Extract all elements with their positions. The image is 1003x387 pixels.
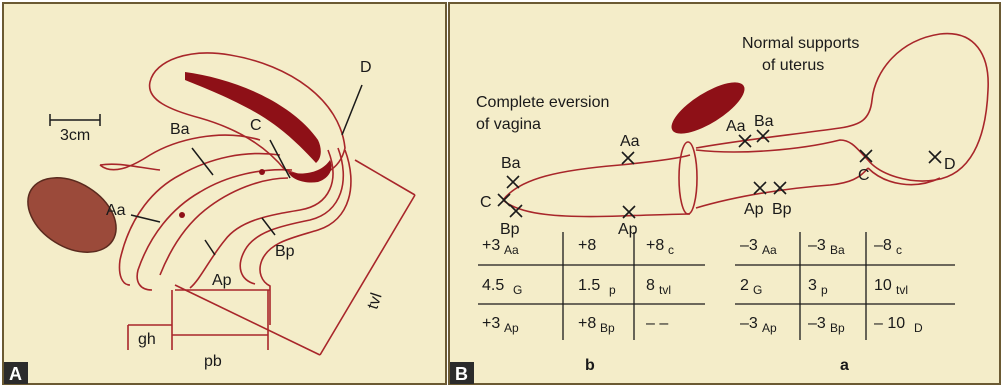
normal-supports-line1: Normal supports — [742, 35, 859, 52]
table-cell-value: 10 — [874, 277, 892, 294]
table-a-caption: a — [840, 357, 849, 374]
table-cell-value: +8 — [578, 237, 596, 254]
label-aa: Aa — [106, 202, 126, 219]
table-cell-value: 8 — [646, 277, 655, 294]
table-cell-value: –8 — [874, 237, 892, 254]
normal-supports-line2: of uterus — [762, 57, 824, 74]
point-label-ap-mid: Ap — [618, 221, 638, 238]
table-cell-value: 1.5 — [578, 277, 600, 294]
table-cell-subscript: c — [896, 243, 902, 257]
table-cell-value: – 10 — [874, 315, 905, 332]
panel-b: Normal supports of uterus Complete evers… — [449, 3, 1000, 384]
table-cell-value: 4.5 — [482, 277, 504, 294]
table-cell-subscript: Ap — [504, 321, 519, 335]
point-label-c-left: C — [480, 194, 492, 211]
table-cell-subscript: Bp — [830, 321, 845, 335]
table-cell-subscript: p — [609, 283, 616, 297]
label-ba: Ba — [170, 121, 190, 138]
table-cell-value: –3 — [740, 315, 758, 332]
point-label-c-right: C — [858, 167, 870, 184]
table-cell-subscript: c — [668, 243, 674, 257]
table-cell-value: –3 — [808, 315, 826, 332]
label-d: D — [360, 59, 372, 76]
table-cell-value: +3 — [482, 237, 500, 254]
point-label-ba-right: Ba — [754, 113, 774, 130]
table-cell-subscript: p — [821, 283, 828, 297]
eversion-line2: of vagina — [476, 116, 541, 133]
table-cell-subscript: Bp — [600, 321, 615, 335]
table-cell-subscript: Ap — [762, 321, 777, 335]
table-cell-subscript: Aa — [504, 243, 519, 257]
point-c-dot — [259, 169, 265, 175]
label-ap: Ap — [212, 272, 232, 289]
table-cell-subscript: G — [513, 283, 522, 297]
scale-label: 3cm — [60, 127, 90, 144]
label-bp: Bp — [275, 243, 295, 260]
panel-b-tag: B — [455, 364, 468, 384]
table-cell-subscript: D — [914, 321, 923, 335]
point-aa-dot — [179, 212, 185, 218]
table-cell-value: –3 — [740, 237, 758, 254]
table-cell-subscript: tvl — [659, 283, 671, 297]
point-label-aa-right: Aa — [726, 118, 746, 135]
table-cell-value: +8 — [578, 315, 596, 332]
table-cell-value: –3 — [808, 237, 826, 254]
label-c: C — [250, 117, 262, 134]
point-label-aa-mid: Aa — [620, 133, 640, 150]
point-label-ba-left: Ba — [501, 155, 521, 172]
table-cell-subscript: tvl — [896, 283, 908, 297]
table-b-caption: b — [585, 357, 595, 374]
point-label-d-right: D — [944, 156, 956, 173]
eversion-line1: Complete eversion — [476, 94, 609, 111]
point-label-ap-right: Ap — [744, 201, 764, 218]
label-gh: gh — [138, 331, 156, 348]
table-cell-subscript: Aa — [762, 243, 777, 257]
table-cell-value: +3 — [482, 315, 500, 332]
point-label-bp-right: Bp — [772, 201, 792, 218]
table-cell-value: 3 — [808, 277, 817, 294]
table-cell-value: +8 — [646, 237, 664, 254]
table-cell-subscript: Ba — [830, 243, 845, 257]
table-cell-value: – – — [646, 315, 668, 332]
point-label-bp-left: Bp — [500, 221, 520, 238]
label-pb: pb — [204, 353, 222, 370]
panel-a-tag: A — [9, 364, 22, 384]
panel-a: 3cm Ba C D Aa Ap Bp tvl gh pb A — [3, 3, 446, 384]
table-cell-value: 2 — [740, 277, 749, 294]
table-cell-subscript: G — [753, 283, 762, 297]
